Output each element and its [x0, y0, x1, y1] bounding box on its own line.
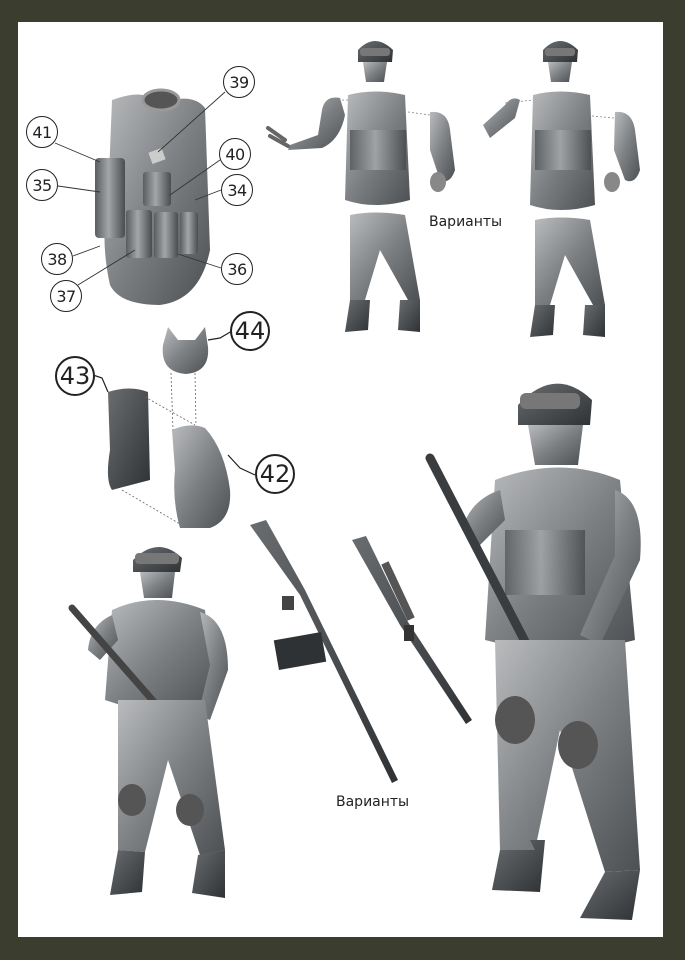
weapon-variants-caption: Варианты — [336, 794, 410, 810]
part-callout-36: 36 — [221, 253, 253, 285]
part-callout-40: 40 — [219, 138, 251, 170]
part-callout-44: 44 — [230, 311, 270, 351]
soldier-with-rifle-small — [68, 546, 228, 898]
cat-figure-parts — [92, 327, 256, 528]
part-callout-41: 41 — [26, 116, 58, 148]
soldier-with-rifle-large — [425, 383, 641, 920]
arm-variants-caption: Варианты — [429, 214, 503, 230]
part-callout-34: 34 — [221, 174, 253, 206]
part-callout-38: 38 — [41, 243, 73, 275]
part-callout-37: 37 — [50, 280, 82, 312]
vest-part — [54, 88, 226, 305]
part-callout-35: 35 — [26, 169, 58, 201]
soldier-torso-variant-raised-arm — [483, 41, 640, 337]
machine-gun — [250, 520, 398, 783]
part-callout-42: 42 — [255, 454, 295, 494]
part-callout-39: 39 — [223, 66, 255, 98]
sniper-rifle — [352, 536, 472, 724]
soldier-torso-variant-victory-sign — [266, 41, 455, 332]
part-callout-43: 43 — [55, 356, 95, 396]
